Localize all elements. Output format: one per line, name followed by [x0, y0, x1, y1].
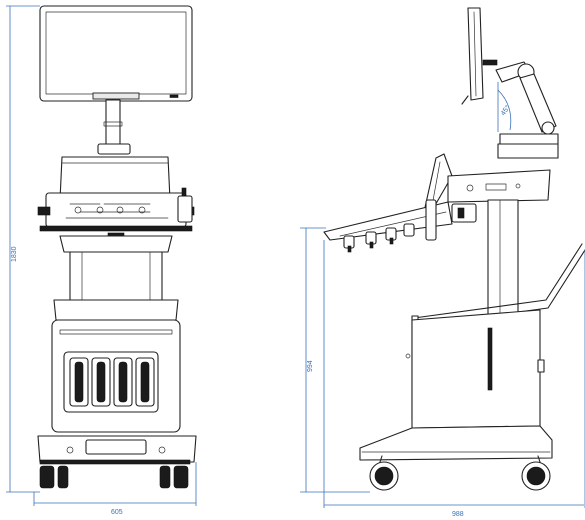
side-dimensions: [300, 227, 585, 508]
front-view: [37, 5, 197, 489]
side-gel-holder: [425, 199, 477, 241]
keyboard-height-label: 994: [307, 360, 314, 372]
side-view: 45°: [323, 7, 585, 491]
tilt-angle-indicator: [497, 82, 512, 132]
depth-label: 988: [452, 511, 464, 518]
side-monitor-arm: [482, 59, 559, 159]
front-dimensions: [6, 5, 197, 506]
base-width-label: 605: [111, 509, 123, 516]
front-base: [37, 435, 197, 465]
front-monitor: [39, 5, 193, 102]
front-wheels: [39, 465, 189, 489]
total-height-label: 1830: [11, 246, 18, 262]
side-wheels: [369, 455, 551, 491]
tilt-angle-label: 45°: [499, 104, 512, 117]
front-monitor-arm: [97, 99, 131, 155]
side-base: [359, 425, 553, 461]
side-console: [323, 169, 551, 241]
side-probes: [343, 223, 415, 253]
side-lower-body: [405, 309, 545, 429]
side-monitor: [461, 7, 484, 105]
front-console: [37, 187, 195, 240]
front-probe-holders: [69, 357, 155, 407]
